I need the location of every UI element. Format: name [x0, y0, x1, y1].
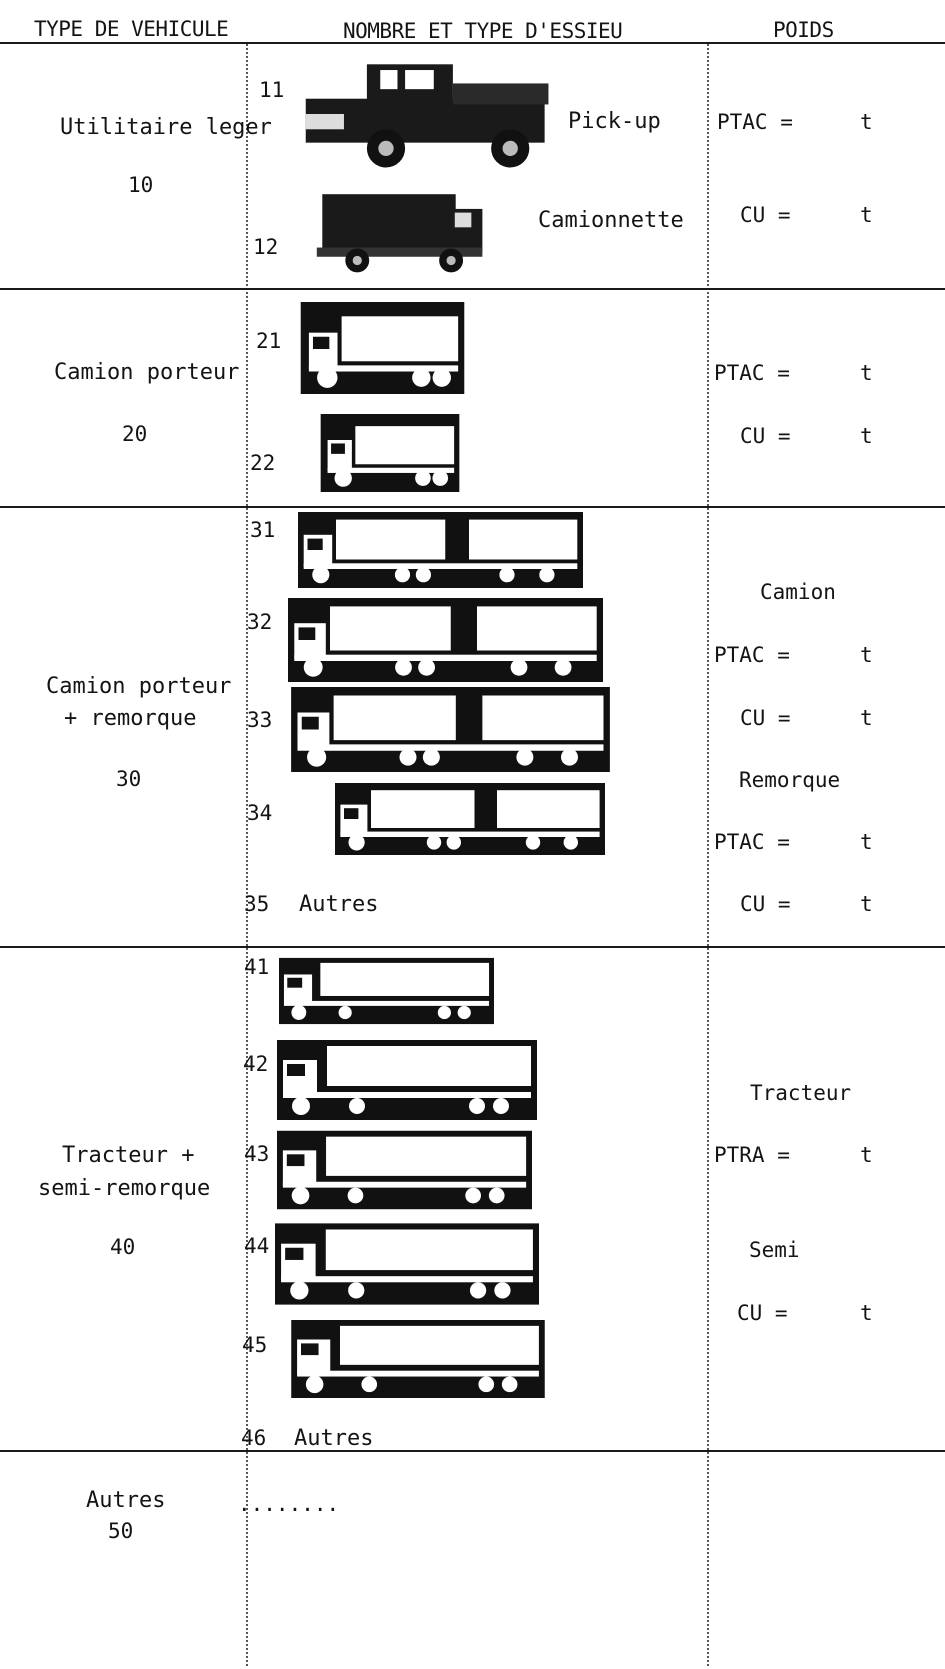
pickup-label: Pick-up [568, 109, 661, 134]
tractor-semitrailer-icon [275, 1222, 539, 1306]
truck-trailer-icon [280, 783, 660, 855]
code-44: 44 [244, 1234, 270, 1258]
rigid-truck-icon [305, 414, 475, 492]
van-image [308, 185, 493, 277]
s30-trailer-ptac: PTAC = [714, 830, 790, 854]
code-30: 30 [116, 767, 142, 791]
vehicle-42-image [277, 1040, 537, 1120]
section-rule-40 [0, 946, 945, 948]
van-icon [308, 185, 493, 277]
truck-trailer-icon [284, 598, 607, 682]
s30-group-trailer: Remorque [739, 768, 841, 792]
code-32: 32 [247, 610, 273, 634]
van-label: Camionnette [538, 208, 684, 233]
s30-truck-cu-unit: t [860, 706, 873, 730]
s30-trailer-cu-unit: t [860, 892, 873, 916]
pickup-truck-image [300, 55, 558, 173]
code-34: 34 [247, 801, 273, 825]
code-33: 33 [247, 708, 273, 732]
column-divider-right [707, 44, 709, 1666]
header-axle-type: NOMBRE ET TYPE D'ESSIEU [343, 19, 623, 43]
header-vehicle-type: TYPE DE VEHICULE [34, 17, 229, 41]
vehicle-32-image [284, 598, 607, 682]
code-35: 35 [244, 892, 270, 916]
vehicle-44-image [275, 1222, 539, 1306]
code-46: 46 [241, 1426, 267, 1450]
vehicle-22-image [305, 414, 475, 492]
s40-other-label: Autres [294, 1426, 374, 1451]
s30-group-truck: Camion [760, 580, 836, 604]
code-12: 12 [253, 235, 279, 259]
s30-truck-ptac-unit: t [860, 643, 873, 667]
header-rule [0, 42, 945, 44]
s40-semi-cu-unit: t [860, 1301, 873, 1325]
s30-truck-cu: CU = [740, 706, 791, 730]
s40-semi-cu: CU = [737, 1301, 788, 1325]
s20-ptac-unit: t [860, 361, 873, 385]
code-50: 50 [108, 1519, 134, 1543]
label-light-utility: Utilitaire leger [60, 115, 272, 140]
code-22: 22 [250, 451, 276, 475]
s10-ptac: PTAC = [717, 110, 793, 134]
s30-truck-ptac: PTAC = [714, 643, 790, 667]
label-tractor-line1: Tracteur + [62, 1143, 195, 1168]
vehicle-33-image [282, 687, 619, 772]
truck-trailer-icon [284, 512, 597, 588]
s30-other-label: Autres [299, 892, 379, 917]
code-41: 41 [244, 955, 270, 979]
label-road-train-line2: + remorque [64, 706, 197, 731]
code-20: 20 [122, 422, 148, 446]
section-rule-30 [0, 506, 945, 508]
code-42: 42 [243, 1052, 269, 1076]
s20-cu: CU = [740, 424, 791, 448]
s40-group-semi: Semi [749, 1238, 800, 1262]
s20-ptac: PTAC = [714, 361, 790, 385]
truck-trailer-icon [282, 687, 619, 772]
s20-cu-unit: t [860, 424, 873, 448]
tractor-semitrailer-icon [279, 952, 494, 1030]
vehicle-21-image [300, 302, 465, 394]
section-rule-20 [0, 288, 945, 290]
vehicle-43-image [277, 1129, 532, 1211]
s30-trailer-cu: CU = [740, 892, 791, 916]
s50-blank-field: ........ [238, 1492, 340, 1516]
header-weight: POIDS [773, 18, 834, 42]
vehicle-45-image [273, 1320, 563, 1398]
code-10: 10 [128, 173, 154, 197]
code-31: 31 [250, 518, 276, 542]
code-21: 21 [256, 329, 282, 353]
label-road-train-line1: Camion porteur [46, 674, 232, 699]
vehicle-41-image [279, 952, 494, 1030]
tractor-semitrailer-icon [277, 1129, 532, 1211]
code-40: 40 [110, 1235, 136, 1259]
column-divider-left [246, 44, 248, 1666]
code-43: 43 [244, 1142, 270, 1166]
rigid-truck-icon [300, 302, 465, 394]
pickup-truck-icon [300, 55, 558, 173]
vehicle-34-image [280, 783, 660, 855]
s10-cu: CU = [740, 203, 791, 227]
s40-tractor-ptra-unit: t [860, 1143, 873, 1167]
s40-tractor-ptra: PTRA = [714, 1143, 790, 1167]
vehicle-31-image [284, 512, 597, 588]
tractor-semitrailer-icon [277, 1040, 537, 1120]
label-rigid-truck: Camion porteur [54, 360, 240, 385]
label-tractor-line2: semi-remorque [38, 1176, 211, 1201]
s40-group-tractor: Tracteur [750, 1081, 852, 1105]
s10-ptac-unit: t [860, 110, 873, 134]
s10-cu-unit: t [860, 203, 873, 227]
s30-trailer-ptac-unit: t [860, 830, 873, 854]
tractor-semitrailer-icon [273, 1320, 563, 1398]
code-45: 45 [242, 1333, 268, 1357]
section-rule-50 [0, 1450, 945, 1452]
label-others: Autres [86, 1488, 166, 1513]
code-11: 11 [259, 78, 285, 102]
